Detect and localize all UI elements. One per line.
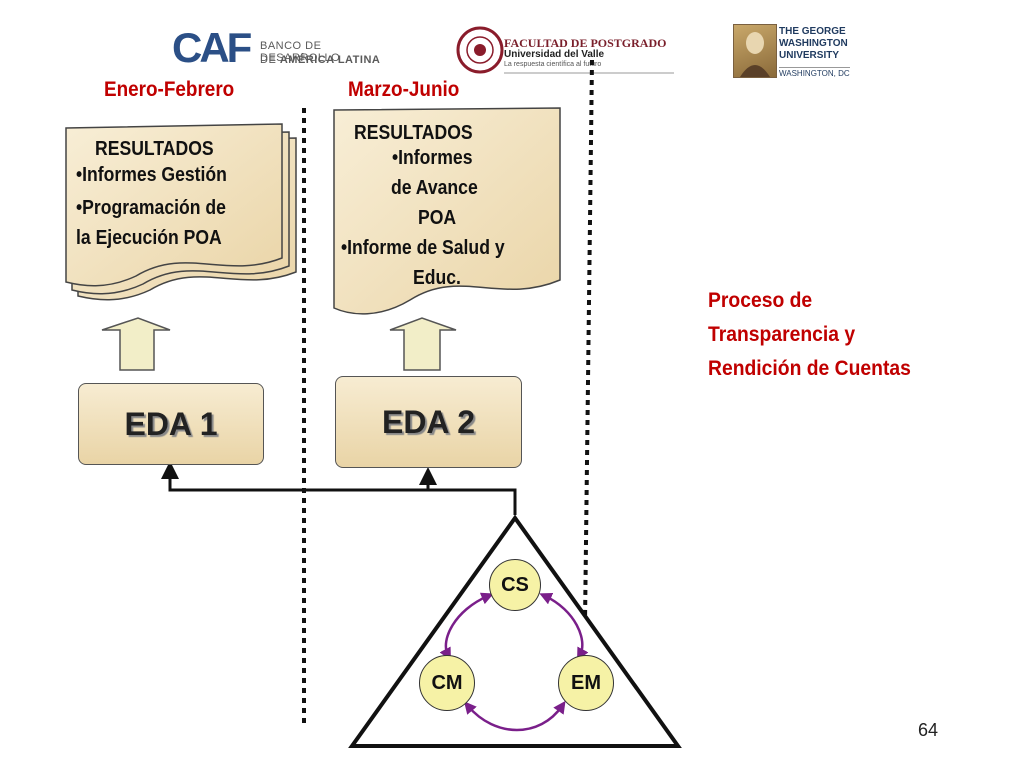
caf-logo-line2: DE AMÉRICA LATINA bbox=[260, 54, 380, 66]
gwu-line4: WASHINGTON, DC bbox=[779, 67, 850, 78]
page-number: 64 bbox=[918, 720, 939, 740]
caf-logo-line2-prefix: DE bbox=[260, 54, 280, 66]
gwu-line2: WASHINGTON bbox=[779, 38, 848, 49]
node-em: EM bbox=[558, 655, 614, 711]
triangle-shape bbox=[348, 514, 682, 748]
univalle-line2: Universidad del Valle bbox=[504, 49, 605, 60]
side-title-line-1: Proceso de bbox=[708, 289, 813, 312]
cycle-arrow-cs-em bbox=[539, 592, 589, 661]
eda-2-box: EDA 2 bbox=[335, 376, 522, 468]
period-marzo-junio: Marzo-Junio bbox=[348, 78, 460, 101]
doc2-item-4: •Informe de Salud y bbox=[341, 237, 505, 259]
node-cs: CS bbox=[489, 559, 541, 611]
doc1-title: RESULTADOS bbox=[95, 138, 214, 160]
separator-right bbox=[583, 59, 594, 623]
univalle-underline bbox=[504, 72, 674, 74]
cycle-arrow-cs-cm bbox=[439, 592, 494, 661]
up-arrow-2-icon bbox=[389, 317, 457, 371]
gwu-logo: THE GEORGE WASHINGTON UNIVERSITY WASHING… bbox=[733, 24, 851, 80]
document-2-shape bbox=[333, 107, 561, 315]
univalle-line3: La respuesta científica al futuro bbox=[504, 61, 602, 68]
caf-logo: CAF BANCO DE DESARROLLO DE AMÉRICA LATIN… bbox=[172, 26, 397, 74]
doc2-title: RESULTADOS bbox=[354, 122, 473, 144]
doc1-item-3: la Ejecución POA bbox=[76, 227, 222, 249]
cycle-arrow-cm-em bbox=[463, 700, 566, 732]
caf-logo-line1: BANCO DE DESARROLLO bbox=[260, 40, 341, 64]
doc2-item-5: Educ. bbox=[413, 267, 461, 289]
eda-1-box: EDA 1 bbox=[78, 383, 264, 465]
doc2-item-3: POA bbox=[418, 207, 457, 229]
connector-to-eda1 bbox=[161, 461, 517, 515]
gwu-line1: THE GEORGE bbox=[779, 26, 846, 37]
doc1-item-2: •Programación de bbox=[76, 197, 226, 219]
node-cm: CM bbox=[419, 655, 475, 711]
side-title-line-3: Rendición de Cuentas bbox=[708, 357, 911, 380]
gwu-portrait-icon bbox=[733, 24, 777, 78]
side-title: Proceso de Transparencia y Rendición de … bbox=[708, 284, 911, 386]
doc2-item-2: de Avance bbox=[391, 177, 478, 199]
univalle-line1: FACULTAD DE POSTGRADO bbox=[504, 36, 667, 50]
up-arrow-1-icon bbox=[101, 317, 171, 371]
univalle-seal-icon bbox=[456, 26, 504, 74]
caf-logo-line2-bold: AMÉRICA LATINA bbox=[279, 54, 381, 66]
period-enero-febrero: Enero-Febrero bbox=[104, 78, 235, 101]
side-title-line-2: Transparencia y bbox=[708, 323, 856, 346]
gwu-line3: UNIVERSITY bbox=[779, 50, 840, 61]
doc1-item-1: •Informes Gestión bbox=[76, 164, 227, 186]
doc2-item-1: •Informes bbox=[392, 147, 473, 169]
caf-logo-mark: CAF bbox=[172, 24, 252, 71]
univalle-logo: FACULTAD DE POSTGRADO Universidad del Va… bbox=[450, 26, 680, 74]
document-1-shape bbox=[65, 123, 297, 301]
